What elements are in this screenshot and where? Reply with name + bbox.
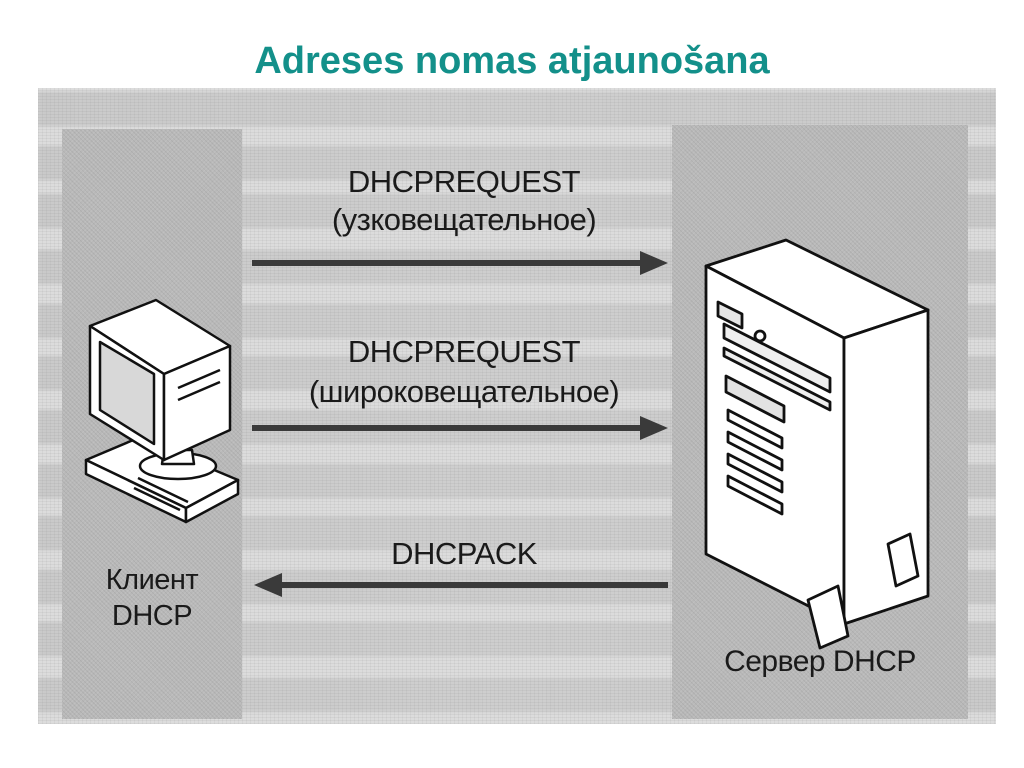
message-2-kind: (широковещательное) [274, 374, 654, 410]
arrow-dhcprequest-broadcast [252, 416, 668, 440]
message-1-kind: (узковещательное) [274, 202, 654, 238]
message-3-name: DHCPACK [274, 536, 654, 572]
message-2-name: DHCPREQUEST [274, 334, 654, 370]
arrow-dhcprequest-unicast [252, 251, 668, 275]
arrow-dhcpack [254, 573, 668, 597]
message-1-name: DHCPREQUEST [274, 164, 654, 200]
slide-title: Adreses nomas atjaunošana [0, 40, 1024, 83]
server-tower-icon [706, 240, 928, 648]
dhcp-renewal-diagram: DHCPREQUEST (узковещательное) DHCPREQUES… [38, 88, 996, 724]
client-label-line1: Клиент [72, 562, 232, 598]
client-computer-icon [86, 300, 238, 522]
server-label: Сервер DHCP [678, 644, 962, 680]
client-label-line2: DHCP [72, 598, 232, 634]
